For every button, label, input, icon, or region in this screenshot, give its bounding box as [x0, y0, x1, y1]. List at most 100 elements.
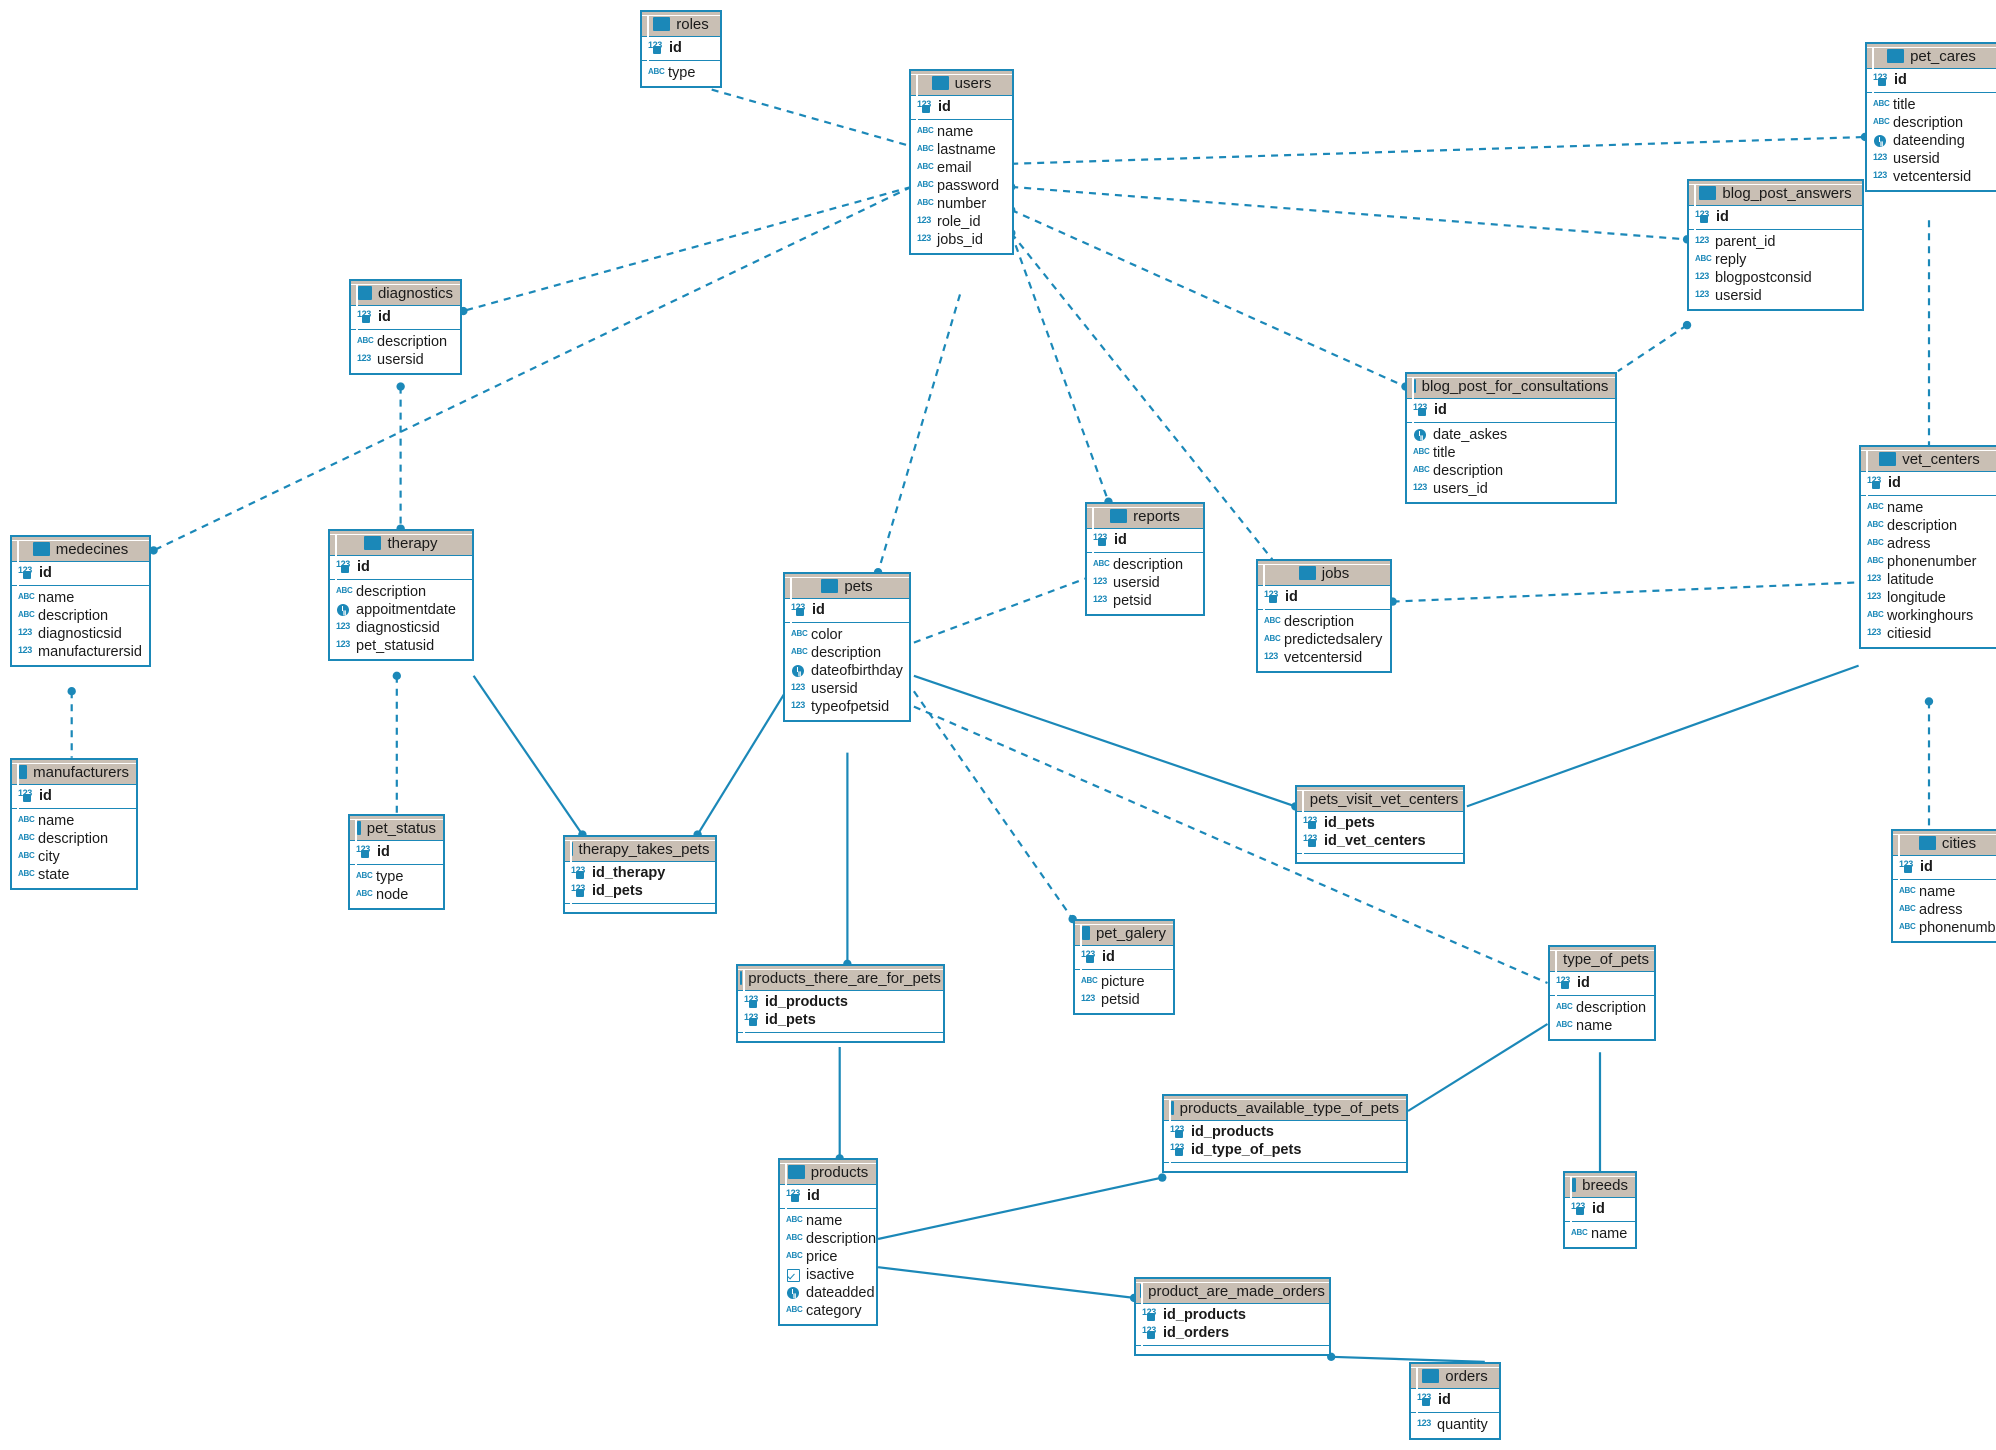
table-header[interactable]: users [911, 71, 1012, 96]
table-node-orders[interactable]: ordersidquantity [1409, 1362, 1501, 1440]
column-name: id [1114, 531, 1127, 548]
table-node-reports[interactable]: reportsiddescriptionusersidpetsid [1085, 502, 1205, 616]
table-name: medecines [55, 540, 129, 558]
column-name: name [1576, 1017, 1613, 1034]
column-name: petsid [1113, 592, 1152, 609]
table-node-pet_status[interactable]: pet_statusidtypenode [348, 814, 445, 910]
columns-section: namelastnameemailpasswordnumberrole_idjo… [911, 120, 1012, 253]
column-row: id [18, 564, 143, 582]
column-row: description [18, 830, 130, 848]
column-row: name [1556, 1017, 1648, 1035]
table-name: product_are_made_orders [1148, 1282, 1325, 1300]
table-header[interactable]: products_available_type_of_pets [1164, 1096, 1406, 1121]
table-node-manufacturers[interactable]: manufacturersidnamedescriptioncitystate [10, 758, 138, 890]
column-row: jobs_id [917, 231, 1006, 249]
column-row: description [1093, 556, 1197, 574]
columns-section [1164, 1163, 1406, 1171]
table-header[interactable]: blog_post_for_consultations [1407, 374, 1615, 399]
table-grid-icon [1413, 379, 1416, 393]
table-grid-icon [653, 17, 671, 31]
table-node-products_available_type_of_pets[interactable]: products_available_type_of_petsid_produc… [1162, 1094, 1408, 1173]
relationship-endpoint-dot [1158, 1173, 1167, 1182]
table-node-jobs[interactable]: jobsiddescriptionpredictedsaleryvetcente… [1256, 559, 1392, 673]
table-header[interactable]: therapy [330, 531, 472, 556]
table-header[interactable]: roles [642, 12, 720, 37]
column-name: name [1591, 1225, 1628, 1242]
abc-text-icon [1867, 610, 1883, 623]
table-header[interactable]: pets [785, 574, 909, 599]
table-header[interactable]: jobs [1258, 561, 1390, 586]
column-name: dateofbirthday [811, 662, 903, 679]
column-row: description [1867, 517, 1992, 535]
table-header[interactable]: products_there_are_for_pets [738, 966, 943, 991]
relationship-users-to-blog_post_for_consultations [1010, 208, 1406, 388]
table-node-pet_galery[interactable]: pet_galeryidpicturepetsid [1073, 919, 1175, 1015]
table-node-cities[interactable]: citiesidnameadressphonenumber [1891, 829, 1996, 943]
table-node-products[interactable]: productsidnamedescriptionpriceisactiveda… [778, 1158, 878, 1326]
column-name: description [1576, 999, 1647, 1016]
table-node-products_there_are_for_pets[interactable]: products_there_are_for_petsid_productsid… [736, 964, 945, 1043]
table-header[interactable]: orders [1411, 1364, 1499, 1389]
column-row: id [917, 98, 1006, 116]
column-row: latitude [1867, 571, 1992, 589]
columns-section [738, 1033, 943, 1041]
column-name: workinghours [1887, 607, 1974, 624]
table-header[interactable]: breeds [1565, 1173, 1635, 1198]
table-node-breeds[interactable]: breedsidname [1563, 1171, 1637, 1249]
table-grid-icon [364, 536, 382, 550]
column-row: diagnosticsid [336, 619, 466, 637]
columns-section [1297, 854, 1463, 862]
table-grid-icon [1140, 1284, 1143, 1298]
table-header[interactable]: products [780, 1160, 876, 1185]
column-name: id [1285, 588, 1298, 605]
table-grid-icon [1171, 1101, 1174, 1115]
table-node-blog_post_answers[interactable]: blog_post_answersidparent_idreplyblogpos… [1687, 179, 1864, 311]
table-node-blog_post_for_consultations[interactable]: blog_post_for_consultationsiddate_askest… [1405, 372, 1617, 504]
key-number-icon [744, 994, 760, 1009]
table-node-medecines[interactable]: medecinesidnamedescriptiondiagnosticsidm… [10, 535, 151, 667]
table-header[interactable]: therapy_takes_pets [565, 837, 715, 862]
abc-text-icon [1867, 520, 1883, 533]
table-header[interactable]: product_are_made_orders [1136, 1279, 1329, 1304]
abc-text-icon [791, 629, 807, 642]
primary-key-section: id [1411, 1389, 1499, 1413]
table-node-therapy_takes_pets[interactable]: therapy_takes_petsid_therapyid_pets [563, 835, 717, 914]
table-header[interactable]: blog_post_answers [1689, 181, 1862, 206]
table-node-product_are_made_orders[interactable]: product_are_made_ordersid_productsid_ord… [1134, 1277, 1331, 1356]
table-header[interactable]: reports [1087, 504, 1203, 529]
column-name: id_vet_centers [1324, 832, 1426, 849]
table-header[interactable]: manufacturers [12, 760, 136, 785]
column-name: blogpostconsid [1715, 269, 1812, 286]
table-header[interactable]: pets_visit_vet_centers [1297, 787, 1463, 812]
table-node-pets[interactable]: petsidcolordescriptiondateofbirthdayuser… [783, 572, 911, 722]
table-grid-icon [1110, 509, 1128, 523]
table-grid-icon [1699, 186, 1717, 200]
number-123-icon [357, 353, 372, 367]
table-node-users[interactable]: users id namelastnameemailpasswordnumberro… [909, 69, 1014, 255]
column-row: id_vet_centers [1303, 832, 1457, 850]
table-node-type_of_pets[interactable]: type_of_petsiddescriptionname [1548, 945, 1656, 1041]
table-header[interactable]: cities [1893, 831, 1996, 856]
table-node-pets_visit_vet_centers[interactable]: pets_visit_vet_centersid_petsid_vet_cent… [1295, 785, 1465, 864]
table-header[interactable]: vet_centers [1861, 447, 1996, 472]
table-node-pet_cares[interactable]: pet_caresidtitledescriptiondateendinguse… [1865, 42, 1996, 192]
table-header[interactable]: pet_cares [1867, 44, 1996, 69]
table-node-roles[interactable]: rolesidtype [640, 10, 722, 88]
column-row: description [1873, 114, 1990, 132]
table-name: vet_centers [1902, 450, 1980, 468]
column-name: id [39, 787, 52, 804]
column-name: id [1894, 71, 1907, 88]
table-header[interactable]: pet_galery [1075, 921, 1173, 946]
table-node-diagnostics[interactable]: diagnosticsiddescriptionusersid [349, 279, 462, 375]
column-row: name [1899, 883, 1996, 901]
table-node-vet_centers[interactable]: vet_centersidnamedescriptionadressphonen… [1859, 445, 1996, 649]
table-header[interactable]: diagnostics [351, 281, 460, 306]
table-header[interactable]: medecines [12, 537, 149, 562]
table-node-therapy[interactable]: therapyiddescriptionappoitmentdatediagno… [328, 529, 474, 661]
column-name: description [1887, 517, 1958, 534]
table-header[interactable]: type_of_pets [1550, 947, 1654, 972]
table-header[interactable]: pet_status [350, 816, 443, 841]
number-123-icon [1695, 235, 1710, 249]
column-row: id [1264, 588, 1384, 606]
column-row: diagnosticsid [18, 625, 143, 643]
